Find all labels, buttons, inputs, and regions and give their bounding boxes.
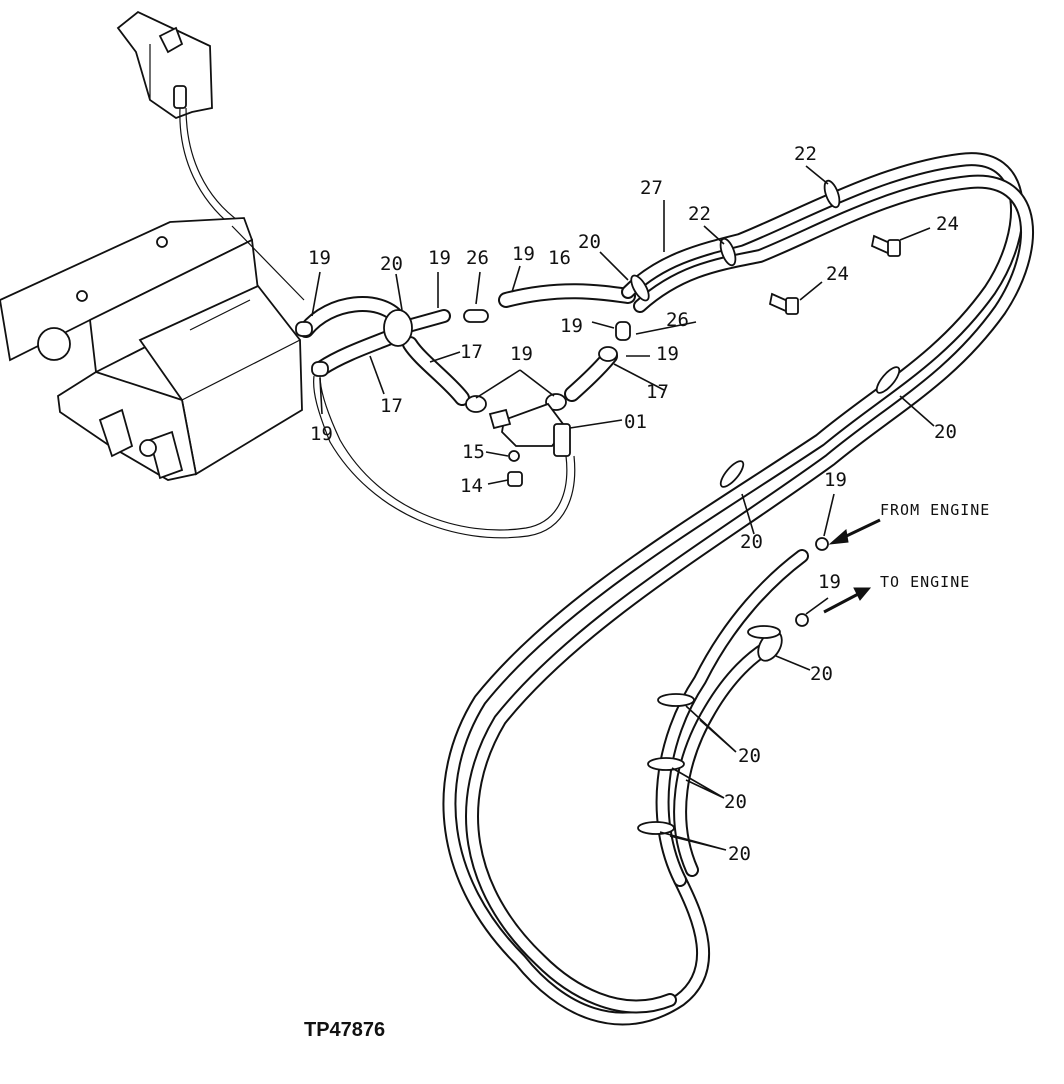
reservoir-bracket <box>116 10 241 227</box>
callout-26: 26 <box>466 247 489 269</box>
callout-22: 22 <box>688 203 711 225</box>
callout-14: 14 <box>460 475 483 497</box>
figure-id: TP47876 <box>304 1019 385 1041</box>
heater-hoses <box>295 283 636 413</box>
callout-17: 17 <box>380 395 403 417</box>
callout-20: 20 <box>738 745 761 767</box>
callout-26: 26 <box>666 309 689 331</box>
callout-15: 15 <box>462 441 485 463</box>
valve-assembly <box>231 225 576 539</box>
bolts <box>768 234 901 315</box>
callout-20: 20 <box>728 843 751 865</box>
leader-lines <box>311 165 935 851</box>
callout-19: 19 <box>656 343 679 365</box>
callout-17: 17 <box>646 381 669 403</box>
callout-20: 20 <box>740 531 763 553</box>
callout-22: 22 <box>794 143 817 165</box>
callout-19: 19 <box>428 247 451 269</box>
callout-20: 20 <box>934 421 957 443</box>
callout-01: 01 <box>624 411 647 433</box>
callout-24: 24 <box>826 263 849 285</box>
hose-clamps <box>630 179 901 835</box>
to-engine-label: TO ENGINE <box>880 573 970 591</box>
from-engine-label: FROM ENGINE <box>880 501 990 519</box>
callout-20: 20 <box>810 663 833 685</box>
callout-19: 19 <box>824 469 847 491</box>
callout-19: 19 <box>512 243 535 265</box>
callout-19: 19 <box>560 315 583 337</box>
callout-20: 20 <box>724 791 747 813</box>
callout-20: 20 <box>380 253 403 275</box>
callout-17: 17 <box>460 341 483 363</box>
callout-24: 24 <box>936 213 959 235</box>
callout-27: 27 <box>640 177 663 199</box>
callout-20: 20 <box>578 231 601 253</box>
heater-unit <box>0 217 303 481</box>
callout-19: 19 <box>818 571 841 593</box>
main-hose-loop <box>442 152 1034 1026</box>
callout-16: 16 <box>548 247 571 269</box>
callout-19: 19 <box>510 343 533 365</box>
callout-19: 19 <box>310 423 333 445</box>
callout-19: 19 <box>308 247 331 269</box>
